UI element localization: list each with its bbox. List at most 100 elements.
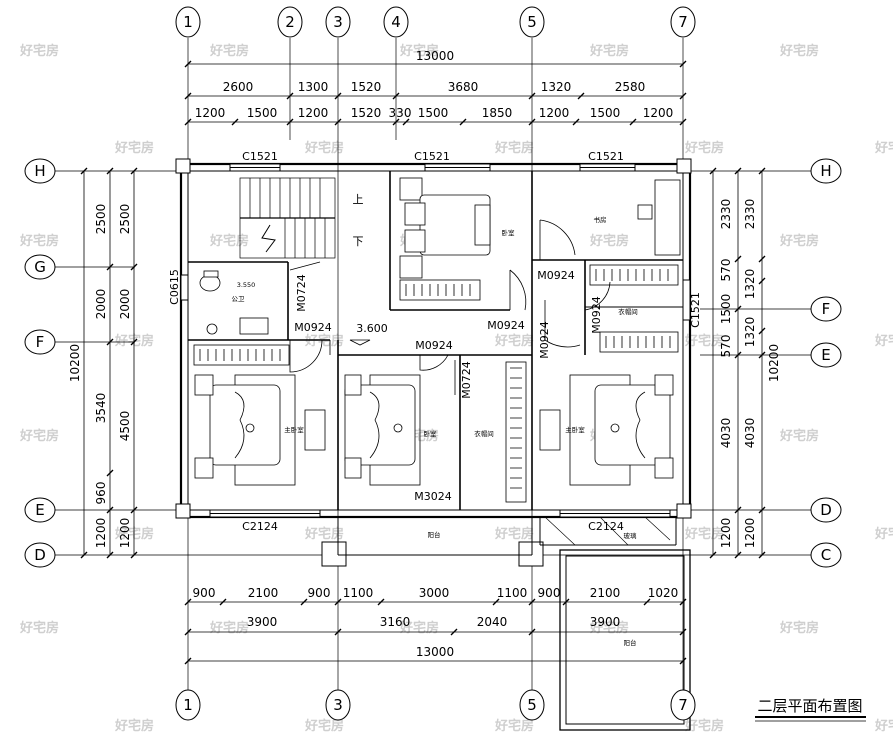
dim-left-inner: 4500 — [118, 411, 132, 442]
dim-right-mid: 4030 — [743, 418, 757, 449]
axis-label-left: E — [35, 501, 44, 519]
room-label: 书房 — [594, 215, 607, 224]
watermark-text: 好宅房 — [874, 140, 893, 156]
watermark-text: 好宅房 — [494, 718, 534, 734]
axis-label-right: C — [821, 546, 831, 564]
window-tag: C1521 — [588, 150, 624, 163]
dim-left-mid: 3540 — [94, 393, 108, 424]
room-label: 主卧室 — [284, 425, 304, 434]
dim-bottom-row1: 2100 — [248, 586, 279, 600]
watermark-text: 好宅房 — [304, 333, 344, 349]
watermark-text: 好宅房 — [589, 233, 629, 249]
dim-right-inner: 570 — [719, 335, 733, 358]
dim-bottom-row1: 900 — [193, 586, 216, 600]
watermark-text: 好宅房 — [304, 140, 344, 156]
dim-top-row2: 1200 — [643, 106, 674, 120]
dim-left-mid: 960 — [94, 482, 108, 505]
dim-bottom-row2: 3160 — [380, 615, 411, 629]
axis-label-bottom: 7 — [678, 696, 688, 714]
watermark-text: 好宅房 — [209, 233, 249, 249]
dim-top-total: 13000 — [416, 49, 454, 63]
door-tag: M0924 — [590, 296, 603, 334]
dim-left-inner: 1200 — [118, 518, 132, 549]
watermark-text: 好宅房 — [779, 43, 819, 59]
axis-bubbles — [24, 6, 842, 721]
window-tag: C2124 — [588, 520, 624, 533]
watermark-text: 好宅房 — [494, 526, 534, 542]
door-tag: M0924 — [487, 319, 525, 332]
window-tag: C0615 — [168, 269, 181, 305]
elevation-mark: 3.600 — [356, 322, 388, 335]
dim-left-mid: 2000 — [94, 289, 108, 320]
watermark-text: 好宅房 — [19, 233, 59, 249]
title-block: 二层平面布置图 — [755, 697, 866, 722]
axis-label-bottom: 3 — [333, 696, 343, 714]
window-tag: C1521 — [242, 150, 278, 163]
window-tag: C2124 — [242, 520, 278, 533]
watermark-text: 好宅房 — [684, 333, 724, 349]
watermark-text: 好宅房 — [589, 43, 629, 59]
watermark-text: 好宅房 — [779, 233, 819, 249]
door-tag: M0924 — [538, 321, 551, 359]
dim-top-row1: 2580 — [615, 80, 646, 94]
window-tag: C1521 — [689, 292, 702, 328]
furniture — [194, 177, 674, 486]
opening-tags: C1521 C1521 C1521 C0615 C1521 C2124 C212… — [168, 150, 702, 533]
dim-left-mid: 2500 — [94, 204, 108, 235]
dim-top-row1: 3680 — [448, 80, 479, 94]
axis-label-right: H — [820, 162, 831, 180]
dim-right-mid: 1200 — [743, 518, 757, 549]
columns — [175, 158, 692, 567]
drawing-title: 二层平面布置图 — [757, 697, 862, 715]
axis-label-right: F — [822, 300, 831, 318]
dim-right-inner: 1500 — [719, 294, 733, 325]
axis-label-top: 5 — [527, 13, 537, 31]
room-label: 衣帽间 — [618, 307, 638, 316]
watermark-text: 好宅房 — [779, 428, 819, 444]
staircase — [239, 177, 336, 259]
axis-label-bottom: 1 — [183, 696, 193, 714]
dim-bottom-row2: 3900 — [247, 615, 278, 629]
axis-label-top: 4 — [391, 13, 401, 31]
dim-top-row1: 2600 — [223, 80, 254, 94]
dim-top-row2: 1200 — [298, 106, 329, 120]
dim-right-inner: 570 — [719, 259, 733, 282]
watermark-text: 好宅房 — [779, 620, 819, 636]
dimension-ticks — [80, 60, 766, 665]
dim-right-inner: 4030 — [719, 418, 733, 449]
dim-top-row2: 1200 — [195, 106, 226, 120]
dim-top-row1: 1300 — [298, 80, 329, 94]
watermark-text: 好宅房 — [494, 333, 534, 349]
balconies — [337, 516, 691, 731]
dim-top-row2: 1850 — [482, 106, 513, 120]
dim-left-inner: 2000 — [118, 289, 132, 320]
dim-bottom-row1: 2100 — [590, 586, 621, 600]
axis-label-left: G — [34, 258, 46, 276]
dim-bottom-row1: 1100 — [343, 586, 374, 600]
stair-down-label: 下 — [353, 235, 364, 248]
door-tag: M3024 — [414, 490, 452, 503]
dim-bottom-row2: 3900 — [590, 615, 621, 629]
dim-right-mid: 1320 — [743, 317, 757, 348]
room-labels: 卧室 书房 公卫 衣帽间 主卧室 卧室 衣帽间 主卧室 阳台 玻璃 阳台 — [232, 215, 638, 647]
dim-top-row2: 1500 — [247, 106, 278, 120]
axis-label-left: D — [34, 546, 46, 564]
wardrobes — [193, 179, 681, 503]
axis-label-left: H — [34, 162, 45, 180]
axis-label-right: E — [821, 346, 830, 364]
watermark-text: 好宅房 — [494, 140, 534, 156]
dim-right-mid: 2330 — [743, 199, 757, 230]
dim-left-outer: 10200 — [68, 344, 82, 382]
watermark-text: 好宅房 — [114, 718, 154, 734]
watermark-text: 好宅房 — [684, 526, 724, 542]
axis-label-top: 3 — [333, 13, 343, 31]
door-swings — [289, 219, 611, 395]
dim-top-row1: 1320 — [541, 80, 572, 94]
watermark-text: 好宅房 — [209, 620, 249, 636]
windows — [180, 163, 691, 518]
room-label: 阳台 — [624, 638, 637, 647]
watermark-text: 好宅房 — [874, 718, 893, 734]
axis-label-right: D — [820, 501, 832, 519]
watermark-text: 好宅房 — [304, 718, 344, 734]
